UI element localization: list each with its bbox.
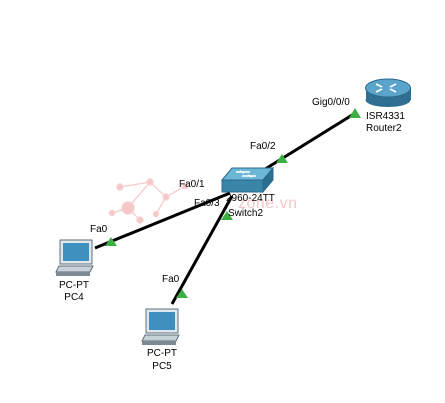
pc5-model-label: PC-PT bbox=[147, 348, 177, 359]
port-label-pc4: Fa0 bbox=[90, 224, 108, 235]
switch-icon[interactable] bbox=[220, 166, 275, 194]
pc4-model-label: PC-PT bbox=[59, 280, 89, 291]
port-label-switch-fa2: Fa0/2 bbox=[250, 141, 276, 152]
port-indicator-switch-fa2 bbox=[276, 154, 288, 163]
pc-icon[interactable] bbox=[141, 308, 180, 345]
port-label-switch-fa1: Fa0/1 bbox=[179, 179, 205, 190]
router-icon[interactable] bbox=[365, 78, 412, 107]
switch-name-label: Switch2 bbox=[228, 208, 264, 219]
pc-icon[interactable] bbox=[55, 239, 94, 276]
router-name-label: Router2 bbox=[366, 123, 402, 134]
port-indicator-pc5 bbox=[176, 289, 188, 298]
watermark-logo bbox=[108, 178, 189, 224]
port-indicator-router-gig bbox=[349, 108, 361, 118]
switch-model-label: 2960-24TT bbox=[226, 193, 275, 204]
watermark-text: zone.vn bbox=[238, 195, 298, 212]
link-router-switch[interactable] bbox=[261, 110, 358, 173]
pc4-name-label: PC4 bbox=[64, 292, 84, 303]
link-switch-pc5[interactable] bbox=[170, 195, 234, 305]
port-indicator-switch-fa3 bbox=[221, 211, 233, 220]
port-label-router-gig: Gig0/0/0 bbox=[312, 97, 350, 108]
port-label-switch-fa3: Fa0/3 bbox=[194, 198, 220, 209]
router-model-label: ISR4331 bbox=[366, 111, 405, 122]
pc5-name-label: PC5 bbox=[152, 361, 172, 372]
port-indicator-pc4 bbox=[105, 237, 117, 246]
link-switch-pc4[interactable] bbox=[94, 191, 231, 250]
port-label-pc5: Fa0 bbox=[162, 274, 180, 285]
